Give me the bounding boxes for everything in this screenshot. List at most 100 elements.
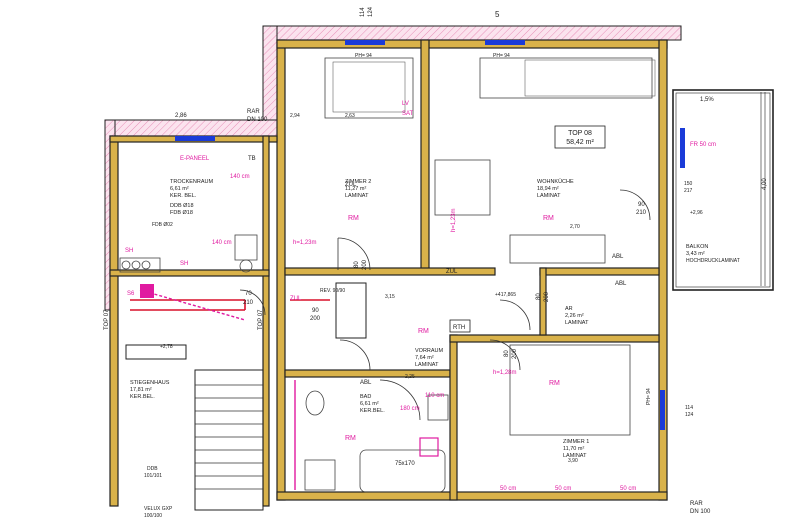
rev-label: REV. 90/90: [320, 288, 345, 294]
ar-area: 2,26 m²: [565, 313, 584, 319]
vorraum-name: VORRAUM: [415, 348, 444, 354]
rar-dn: DN 100: [247, 117, 268, 123]
bad-name: BAD: [360, 394, 371, 400]
fdb02-label: FDB Ø02: [152, 222, 173, 228]
wall-right: [658, 39, 668, 501]
electrical-lines: [130, 284, 439, 490]
window-marker: [485, 40, 525, 45]
bad-floor: KER.BEL.: [360, 408, 385, 414]
trocken-fdb: FDB Ø18: [170, 210, 193, 216]
tub-label: 75x170: [395, 461, 415, 467]
rm-label: RM: [549, 380, 560, 387]
wall-top: [276, 39, 668, 49]
window-marker: [175, 136, 215, 141]
height-label: h=1,28m: [493, 370, 517, 376]
m-263: 2,63: [345, 113, 355, 119]
bottom-dn: DN 100: [690, 509, 711, 515]
stiegen-floor: KER.BEL.: [130, 394, 155, 400]
window-ph: PH= 94: [493, 53, 510, 59]
lv-label: LV: [402, 101, 409, 107]
window-ph: PH= 94: [646, 388, 652, 405]
balcony-inner: [675, 92, 771, 288]
ar-floor: LAMINAT: [565, 320, 589, 326]
zimmer1-floor: LAMINAT: [563, 453, 587, 459]
wohn-area: 18,94 m²: [537, 186, 559, 192]
vorraum-floor: LAMINAT: [415, 362, 439, 368]
wall-mid-left: [284, 267, 496, 276]
top08-name: TOP 08: [568, 130, 592, 137]
door-200: 200: [310, 316, 321, 322]
dim-124b: 124: [685, 412, 694, 418]
stiegen-area: 17,81 m²: [130, 387, 152, 393]
fr-label: FR 50 cm: [690, 142, 716, 148]
c50-label: 50 cm: [500, 486, 516, 492]
tb-label: TB: [248, 156, 256, 162]
wohn-floor: LAMINAT: [537, 193, 561, 199]
rar-label: RAR: [247, 109, 260, 115]
wall-mid-right: [539, 267, 660, 276]
window-marker: [680, 128, 685, 168]
rm-label: RM: [418, 328, 429, 335]
velux2-label: 100/100: [144, 513, 162, 519]
balcony-slope: 1,5%: [700, 97, 714, 103]
c50-label: 50 cm: [620, 486, 636, 492]
zimmer1-name: ZIMMER 1: [563, 439, 589, 445]
doors: [239, 189, 651, 421]
wall-bad-top: [284, 369, 451, 378]
kote2-label: +417,865: [495, 292, 516, 298]
window-ph: PH= 94: [355, 53, 372, 59]
kote-296: +2,96: [690, 210, 703, 216]
wall-zimmer2-wohn: [420, 39, 430, 271]
m-270: 2,70: [570, 224, 580, 230]
abl-label: ABL: [612, 254, 624, 260]
door-80: 80: [354, 261, 360, 268]
m-225: 2,25: [405, 374, 415, 380]
epaneel-label: E-PANEEL: [180, 156, 210, 162]
c140b-label: 140 cm: [212, 240, 232, 246]
bad-area: 6,61 m²: [360, 401, 379, 407]
trocken-name: TROCKENRAUM: [170, 179, 214, 185]
wall-stiegen-right: [262, 135, 270, 507]
s6-label: S6: [127, 291, 135, 297]
trocken-ddb: DDB Ø18: [170, 203, 194, 209]
ddb2-label: 101/101: [144, 473, 162, 479]
rth-box: [449, 319, 471, 333]
wall-bottom: [276, 491, 668, 501]
c140-label: 140 cm: [230, 174, 250, 180]
door-210: 210: [243, 300, 254, 306]
door-80: 80: [536, 293, 542, 300]
door-70: 70: [245, 291, 252, 297]
trocken-floor: KER. BEL.: [170, 193, 197, 199]
abl-label: ABL: [615, 281, 627, 287]
zul-label: ZUL: [446, 269, 458, 275]
zimmer2-name: ZIMMER 2: [345, 179, 371, 185]
kote-label: +2,78: [160, 344, 173, 350]
trocken-area: 6,61 m²: [170, 186, 189, 192]
furniture: [119, 57, 656, 493]
top07-label: TOP 07: [258, 309, 264, 330]
dim-217: 217: [684, 188, 693, 194]
stiegen-name: STIEGENHAUS: [130, 380, 170, 386]
balcony-outline: [672, 89, 774, 291]
zimmer2-area: 11,27 m²: [345, 186, 366, 192]
wohn-name: WOHNKÜCHE: [537, 178, 574, 185]
height-label: h=1,23m: [293, 240, 317, 246]
window-marker: [660, 390, 665, 430]
vorraum-area: 7,64 m²: [415, 355, 434, 361]
dim-400: 4,00: [762, 178, 768, 190]
door-200: 200: [544, 291, 550, 302]
balkon-area: 3,43 m²: [686, 251, 705, 257]
m-294: 2,94: [290, 113, 300, 119]
wall-left-outer: [109, 135, 119, 507]
door-210: 210: [636, 210, 647, 216]
door-200: 200: [512, 348, 518, 359]
rm-label: RM: [543, 215, 554, 222]
bottom-rar: RAR: [690, 501, 703, 507]
dim-286: 2,86: [175, 113, 187, 119]
door-90: 90: [638, 202, 645, 208]
rth-label: RTH: [453, 325, 465, 331]
sh-label: SH: [180, 261, 188, 267]
top07-label: TOP 07: [104, 309, 110, 330]
ar-name: AR: [565, 306, 573, 312]
